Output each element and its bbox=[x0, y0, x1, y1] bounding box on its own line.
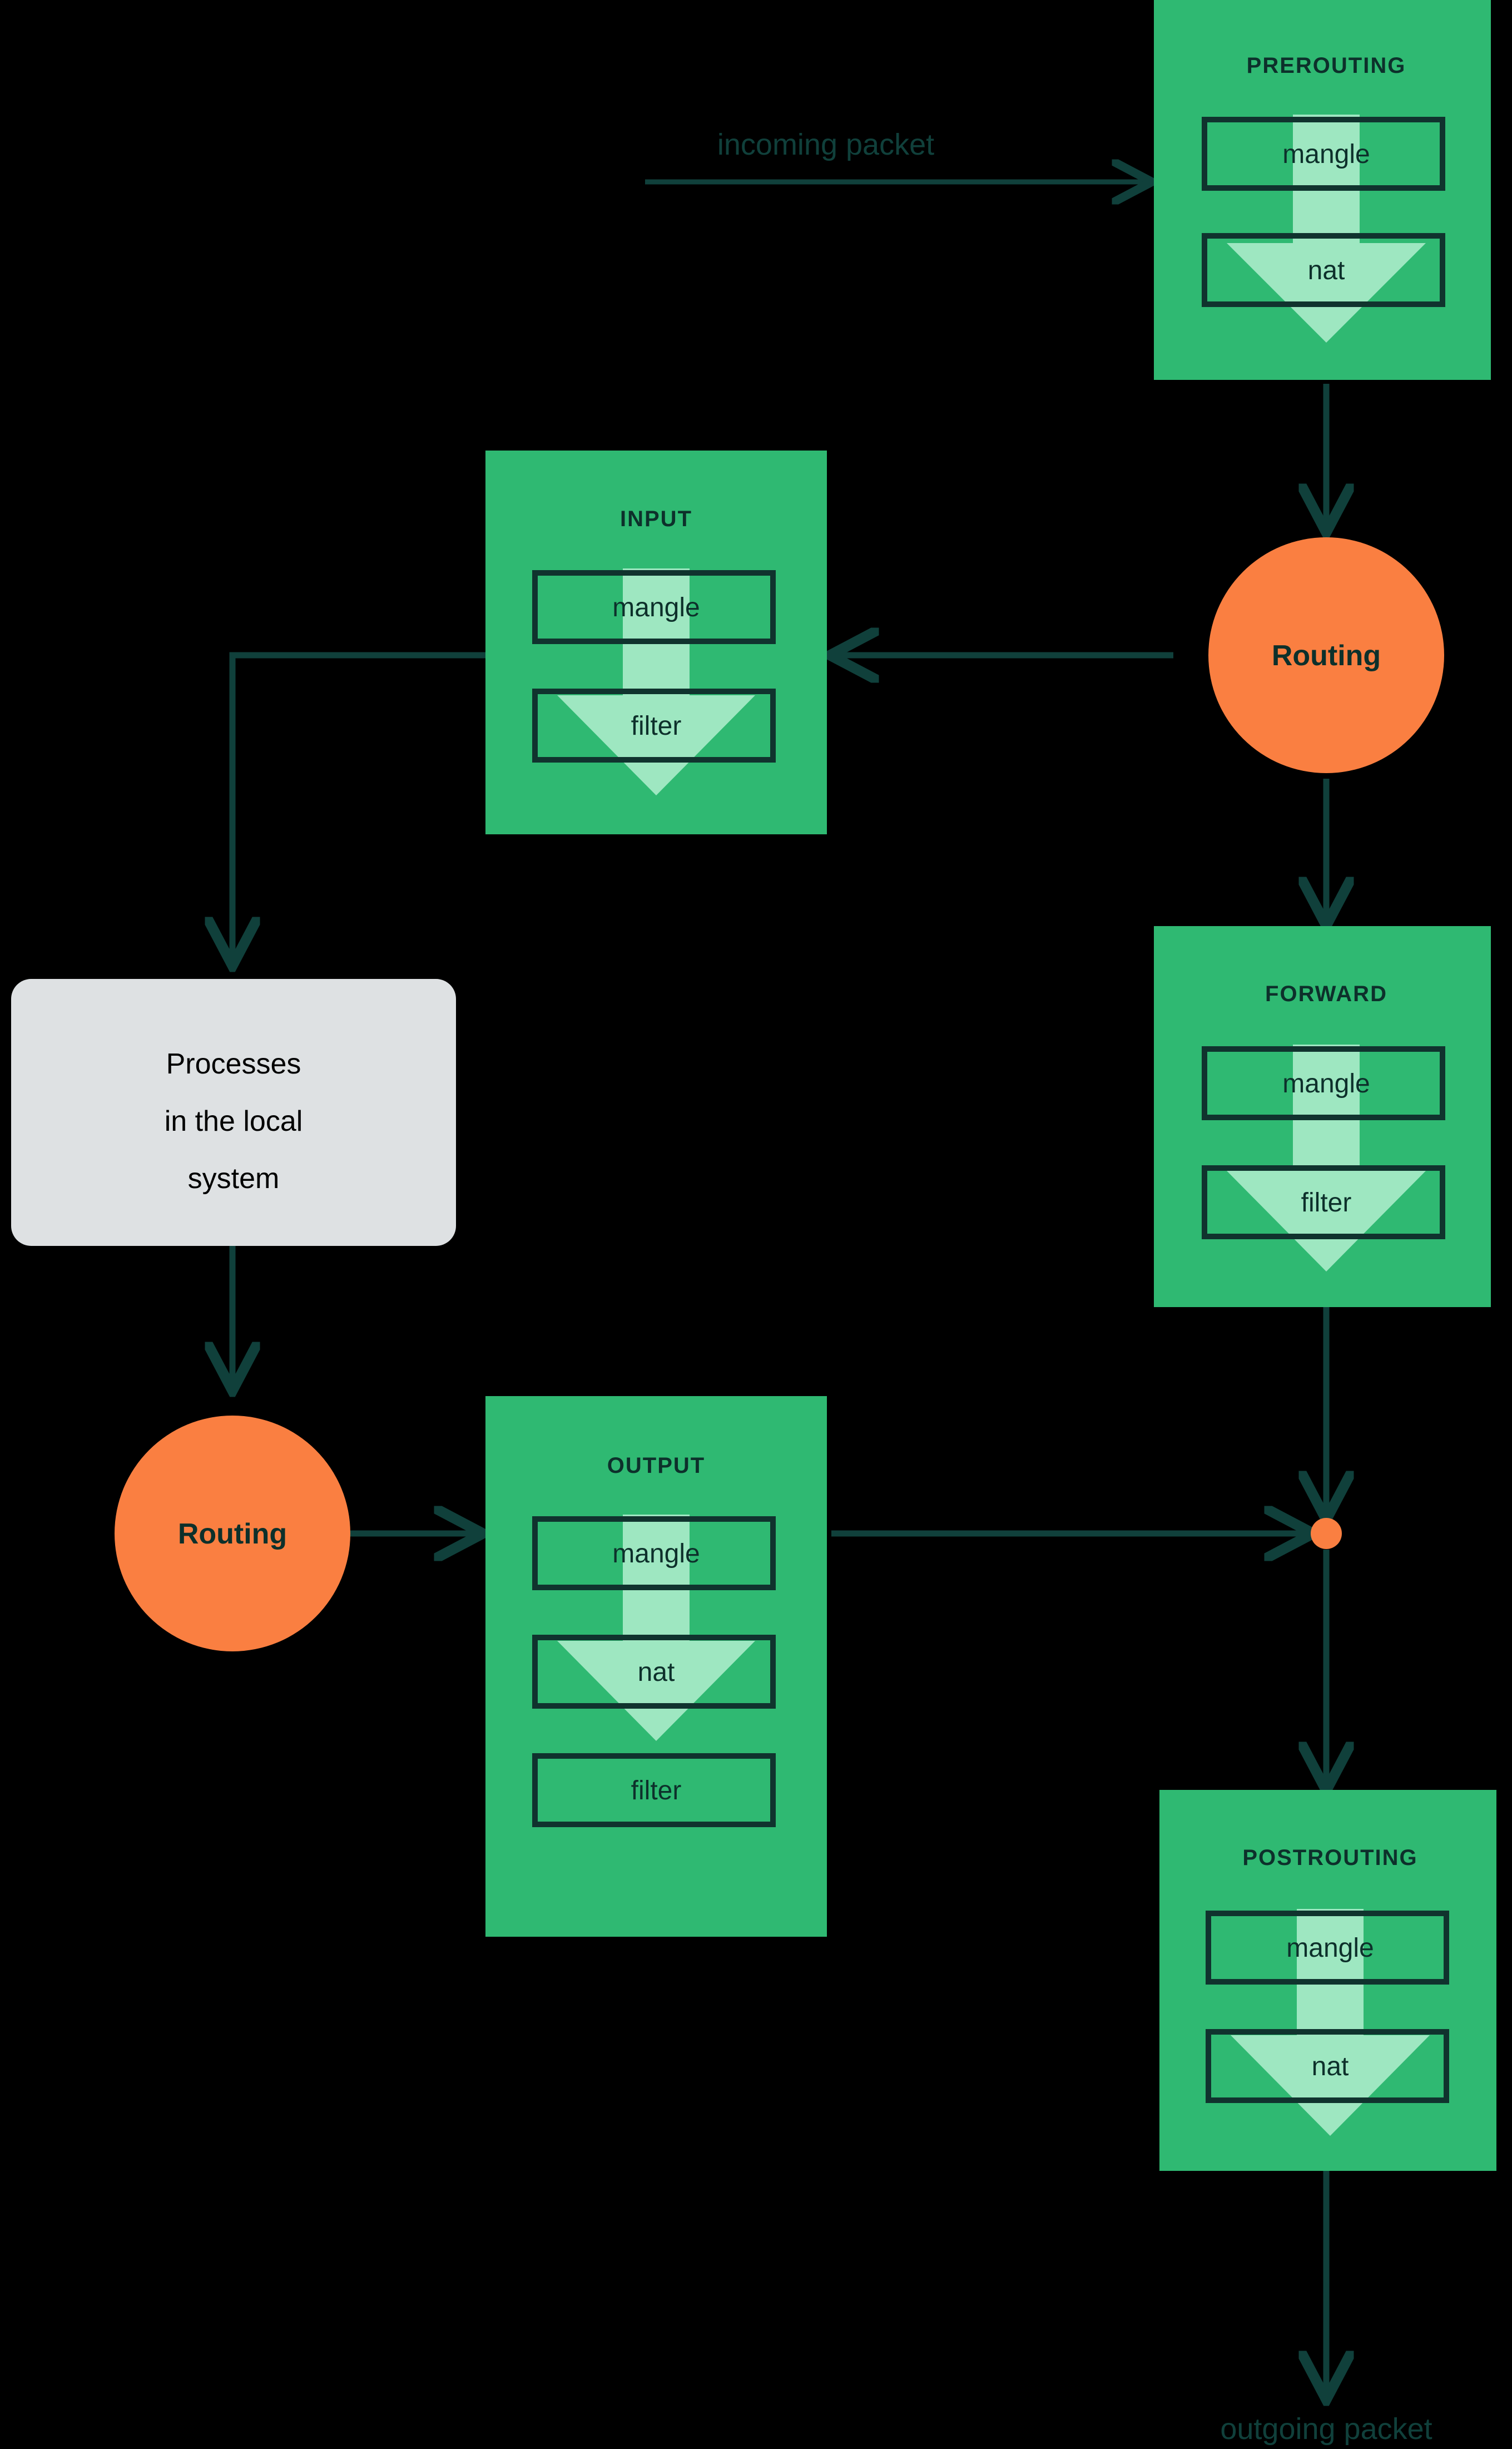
chain-input-title: INPUT bbox=[620, 507, 692, 531]
chain-postrouting[interactable]: POSTROUTING mangle nat bbox=[1159, 1790, 1496, 2171]
chain-forward-title: FORWARD bbox=[1265, 982, 1387, 1006]
connector-input-to-processes bbox=[232, 652, 485, 963]
table-box-nat[interactable] bbox=[532, 1635, 776, 1709]
table-label-filter: filter bbox=[631, 711, 682, 741]
routing-top-label: Routing bbox=[1272, 640, 1381, 672]
table-label-mangle: mangle bbox=[1282, 140, 1370, 169]
chain-output-flow-arrow bbox=[557, 1515, 755, 1741]
table-box-mangle[interactable] bbox=[532, 1516, 776, 1590]
table-box-mangle[interactable] bbox=[1202, 1046, 1445, 1120]
chain-output[interactable]: OUTPUT mangle nat filter bbox=[485, 1396, 827, 1937]
chain-prerouting-title: PREROUTING bbox=[1247, 53, 1406, 78]
chain-postrouting-title: POSTROUTING bbox=[1242, 1846, 1417, 1870]
table-label-mangle: mangle bbox=[612, 593, 700, 622]
chain-prerouting[interactable]: PREROUTING mangle nat bbox=[1154, 0, 1491, 380]
local-processes-node[interactable]: Processes in the local system bbox=[11, 979, 456, 1246]
routing-bottom-circle bbox=[115, 1416, 350, 1651]
chain-input[interactable]: INPUT mangle filter bbox=[485, 451, 827, 834]
local-processes-line-2: in the local bbox=[165, 1105, 303, 1137]
routing-top-circle bbox=[1208, 537, 1444, 773]
table-box-mangle[interactable] bbox=[1202, 117, 1445, 191]
chain-prerouting-flow-arrow bbox=[1227, 115, 1426, 343]
chain-postrouting-flow-arrow bbox=[1231, 1909, 1430, 2136]
chain-input-flow-arrow bbox=[557, 568, 755, 795]
routing-bottom-label: Routing bbox=[178, 1518, 287, 1550]
local-processes-line-1: Processes bbox=[166, 1048, 301, 1080]
chain-output-title: OUTPUT bbox=[607, 1453, 705, 1478]
table-label-nat: nat bbox=[1308, 256, 1345, 285]
table-label-filter: filter bbox=[1301, 1188, 1352, 1218]
table-box-filter[interactable] bbox=[1202, 1165, 1445, 1239]
table-label-filter: filter bbox=[631, 1776, 682, 1805]
table-box-filter[interactable] bbox=[532, 689, 776, 763]
table-label-mangle: mangle bbox=[1286, 1933, 1374, 1963]
table-label-nat: nat bbox=[1312, 2052, 1349, 2081]
incoming-packet-label: incoming packet bbox=[717, 128, 934, 161]
local-processes-box bbox=[11, 979, 456, 1246]
routing-node-bottom[interactable]: Routing bbox=[115, 1416, 350, 1651]
table-box-mangle[interactable] bbox=[1206, 1911, 1449, 1985]
table-box-mangle[interactable] bbox=[532, 570, 776, 644]
table-label-mangle: mangle bbox=[612, 1539, 700, 1569]
local-processes-line-3: system bbox=[188, 1162, 280, 1195]
table-box-nat[interactable] bbox=[1206, 2029, 1449, 2103]
table-box-filter[interactable] bbox=[532, 1753, 776, 1827]
merge-junction-dot bbox=[1311, 1518, 1342, 1549]
routing-node-top[interactable]: Routing bbox=[1208, 537, 1444, 773]
outgoing-packet-label: outgoing packet bbox=[1220, 2412, 1432, 2446]
table-box-nat[interactable] bbox=[1202, 233, 1445, 307]
table-label-nat: nat bbox=[638, 1658, 675, 1687]
table-label-mangle: mangle bbox=[1282, 1069, 1370, 1099]
chain-forward-flow-arrow bbox=[1227, 1045, 1426, 1271]
chain-forward[interactable]: FORWARD mangle filter bbox=[1154, 926, 1491, 1307]
